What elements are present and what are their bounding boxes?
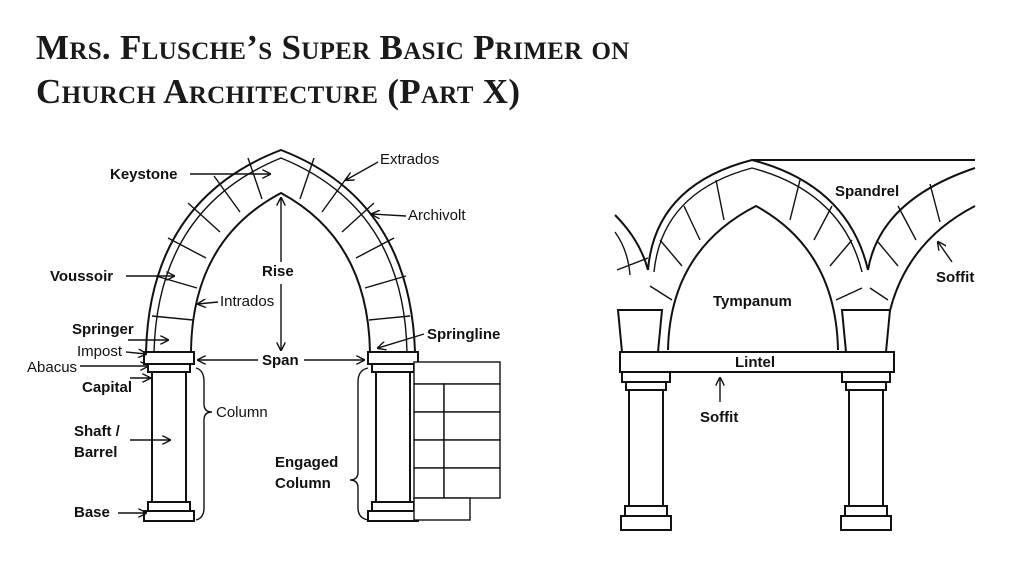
- left-annotations: Keystone Extrados Archivolt Rise Voussoi…: [27, 151, 500, 521]
- engaged-brace: [349, 367, 369, 521]
- impost-block-right: [840, 309, 892, 353]
- label-tympanum: Tympanum: [713, 293, 792, 310]
- label-engaged-line1: Engaged: [275, 454, 338, 471]
- arcade-column-right: [840, 371, 892, 531]
- label-intrados: Intrados: [220, 293, 274, 310]
- partial-arch-right-joints: [869, 183, 941, 301]
- label-extrados: Extrados: [380, 151, 439, 168]
- lintel-beam: [619, 351, 895, 373]
- central-voussoir-joints: [649, 179, 863, 301]
- left-column: [143, 351, 195, 522]
- label-column: Column: [216, 404, 268, 421]
- impost-block-left: [616, 309, 664, 353]
- label-engaged-line2: Column: [275, 475, 331, 492]
- label-impost: Impost: [77, 343, 123, 360]
- masonry-wall: [413, 361, 501, 521]
- impost-arrow: [125, 352, 146, 354]
- springline-arrow: [378, 333, 425, 348]
- page-title: Mrs. Flusche’s Super Basic Primer on Chu…: [36, 26, 996, 114]
- voussoir-joints: [151, 157, 411, 321]
- label-shaft-line2: Barrel: [74, 444, 117, 461]
- arcade-column-left: [620, 371, 672, 531]
- archivolt-arrow: [372, 214, 407, 216]
- right-arcade: [614, 158, 976, 531]
- partial-arch-left-outer: [614, 214, 649, 271]
- column-brace: [195, 367, 213, 521]
- intrados-curve: [190, 191, 371, 353]
- label-springline: Springline: [427, 326, 500, 343]
- label-capital: Capital: [82, 379, 132, 396]
- label-archivolt: Archivolt: [408, 207, 466, 224]
- partial-arch-left-joint: [616, 257, 649, 271]
- title-line-1: Mrs. Flusche’s Super Basic Primer on: [36, 28, 630, 67]
- right-annotations: Spandrel Soffit Tympanum Lintel Soffit: [700, 183, 974, 426]
- partial-arch-left-inner: [614, 231, 631, 276]
- extrados-curve: [145, 148, 416, 353]
- label-rise: Rise: [262, 263, 294, 280]
- intrados-arrow: [198, 302, 219, 304]
- label-lintel: Lintel: [735, 354, 775, 371]
- soffit-right-arrow: [938, 242, 953, 263]
- central-arch-intrados: [667, 204, 839, 351]
- label-span: Span: [262, 352, 299, 369]
- label-shaft-line1: Shaft /: [74, 423, 121, 440]
- partial-arch-right-outer: [867, 167, 976, 271]
- engaged-column: [367, 351, 419, 522]
- label-springer: Springer: [72, 321, 134, 338]
- title-line-2: Church Architecture (Part X): [36, 72, 521, 111]
- archivolt-band: [153, 157, 408, 353]
- extrados-arrow: [346, 161, 379, 180]
- label-voussoir: Voussoir: [50, 268, 113, 285]
- label-spandrel: Spandrel: [835, 183, 899, 200]
- label-soffit-right: Soffit: [936, 269, 974, 286]
- central-arch-extrados: [647, 158, 869, 271]
- label-keystone: Keystone: [110, 166, 178, 183]
- label-abacus: Abacus: [27, 359, 77, 376]
- label-soffit-bottom: Soffit: [700, 409, 738, 426]
- label-base: Base: [74, 504, 110, 521]
- central-arch-band: [653, 167, 863, 273]
